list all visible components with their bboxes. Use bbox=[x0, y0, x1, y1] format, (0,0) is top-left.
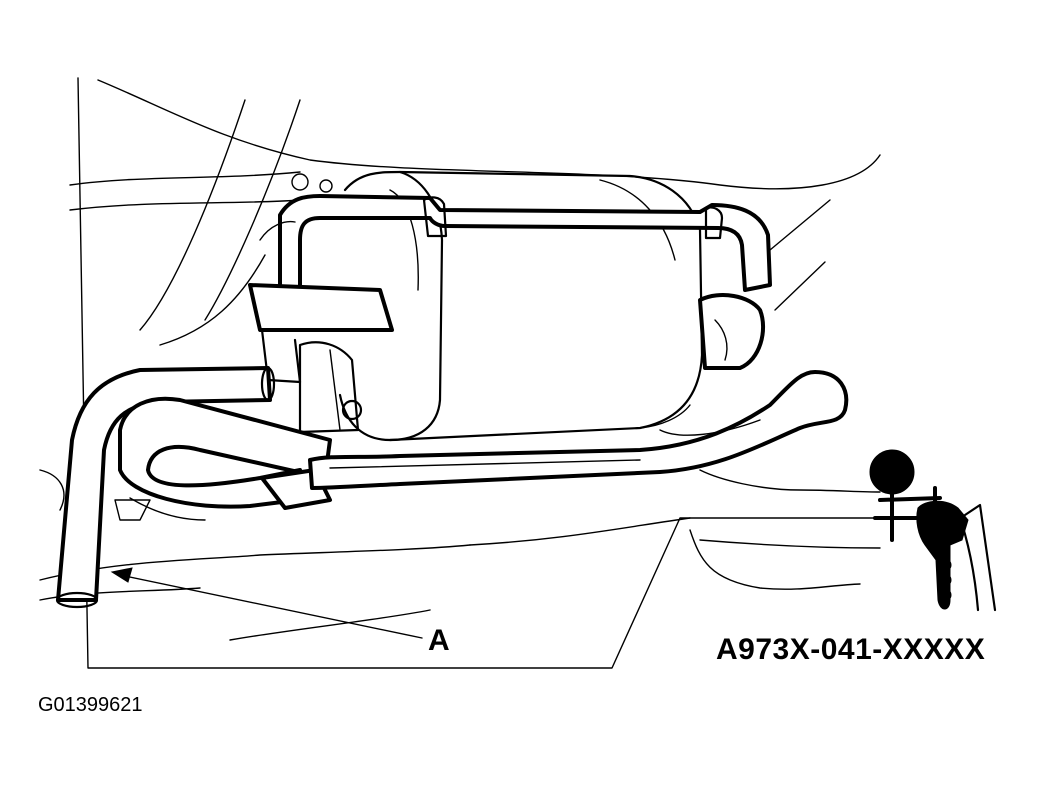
background-body-lines bbox=[39, 77, 881, 669]
tool-part-number: A973X-041-XXXXX bbox=[716, 633, 986, 666]
figure-id: G01399621 bbox=[38, 694, 143, 716]
callout-a-label: A bbox=[428, 624, 450, 657]
evap-canister-icon bbox=[248, 170, 772, 442]
purge-hose bbox=[118, 396, 332, 510]
vent-line bbox=[308, 370, 849, 490]
vacuum-gauge-tool-icon bbox=[869, 449, 997, 612]
hose-a bbox=[55, 366, 276, 609]
callout-a-arrow bbox=[110, 567, 423, 639]
